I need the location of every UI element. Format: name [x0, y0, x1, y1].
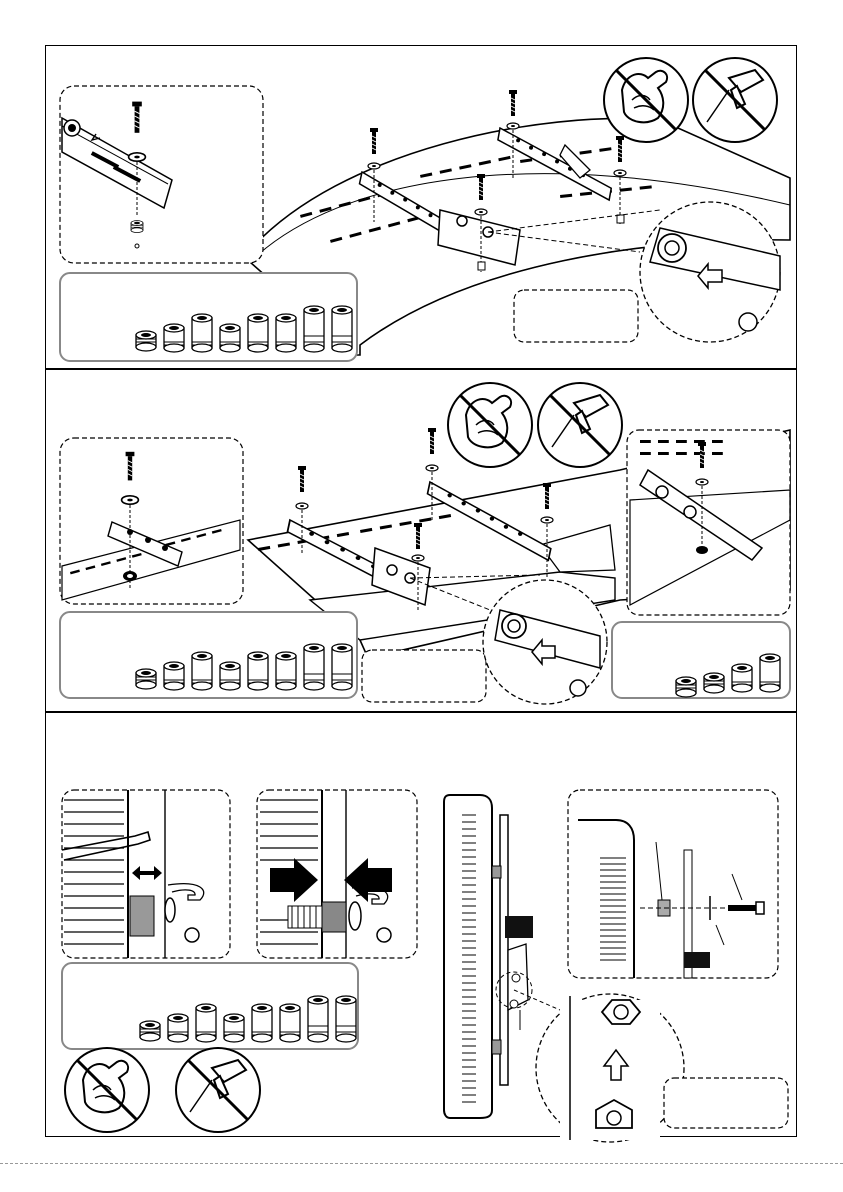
footer-rule: [0, 1163, 843, 1164]
step-a: [60, 58, 790, 361]
step-c: [62, 790, 788, 1142]
callout-label-block: [505, 916, 533, 938]
empty-label-box-c: [664, 1078, 788, 1128]
no-force-icon: [448, 383, 532, 467]
empty-label-box-b: [362, 650, 486, 702]
no-power-tool-icon: [538, 383, 622, 467]
no-force-icon: [65, 1048, 149, 1132]
no-power-tool-icon: [693, 58, 777, 142]
empty-label-box-a: [514, 290, 638, 342]
no-force-icon: [604, 58, 688, 142]
callout-label-block: [684, 952, 710, 968]
step-b: [60, 383, 790, 704]
assembly-callout: [568, 790, 778, 978]
no-power-tool-icon: [176, 1048, 260, 1132]
